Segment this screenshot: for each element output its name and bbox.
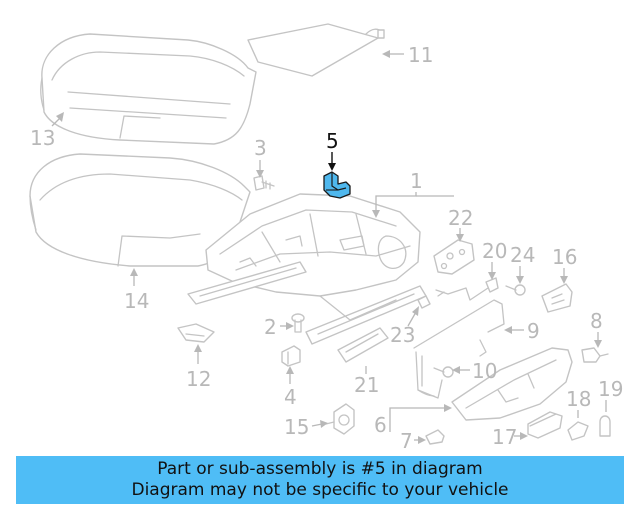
part-7-switch[interactable] (425, 429, 445, 445)
callout-18: 18 (566, 387, 591, 411)
callout-3: 3 (254, 136, 267, 160)
banner-line-1: Part or sub-assembly is #5 in diagram (157, 459, 483, 479)
callout-10: 10 (472, 359, 497, 383)
part-2-bolt[interactable] (291, 313, 305, 333)
part-10-screw[interactable] (433, 366, 454, 378)
part-8-clip[interactable] (581, 347, 609, 363)
callout-17: 17 (492, 425, 517, 449)
callout-7: 7 (400, 429, 413, 453)
part-9-wire-frame[interactable] (413, 299, 505, 399)
callout-16: 16 (552, 245, 577, 269)
callout-6: 6 (374, 413, 387, 437)
callout-20: 20 (482, 239, 507, 263)
callout-1: 1 (410, 169, 423, 193)
part-19-plug[interactable] (599, 415, 611, 437)
callout-23: 23 (390, 323, 415, 347)
part-17-knob[interactable] (527, 411, 563, 439)
callout-15: 15 (284, 415, 309, 439)
callout-11: 11 (408, 43, 433, 67)
part-16-bracket[interactable] (541, 283, 573, 313)
callout-8: 8 (590, 309, 603, 333)
part-1-seat-frame[interactable] (187, 193, 427, 345)
part-24-bolt[interactable] (505, 284, 526, 296)
part-21-trim-panel[interactable] (337, 327, 389, 363)
callout-19: 19 (598, 377, 623, 401)
part-20-link-rod[interactable] (435, 277, 499, 301)
callout-24: 24 (510, 243, 535, 267)
callout-12: 12 (186, 367, 211, 391)
callout-22: 22 (448, 206, 473, 230)
part-4-clip[interactable] (281, 345, 301, 367)
part-23-clip[interactable] (417, 295, 431, 309)
callout-13: 13 (30, 126, 55, 150)
part-13-cushion-cover[interactable] (40, 33, 257, 145)
callout-2: 2 (264, 315, 277, 339)
part-15-motor[interactable] (325, 403, 355, 435)
callout-4: 4 (284, 385, 297, 409)
part-5-highlighted-clip[interactable] (323, 171, 351, 199)
part-3-bolt[interactable] (253, 175, 275, 191)
callout-14: 14 (124, 289, 149, 313)
info-banner: Part or sub-assembly is #5 in diagram Di… (16, 456, 624, 504)
part-18-cap[interactable] (567, 421, 589, 441)
part-11-heater-mat[interactable] (247, 23, 385, 77)
part-22-recliner[interactable] (433, 239, 475, 275)
callout-21: 21 (354, 373, 379, 397)
callout-labels: 11 13 3 5 1 22 14 20 24 16 2 23 9 8 12 1… (30, 43, 623, 453)
part-12-cover[interactable] (177, 323, 215, 343)
banner-line-2: Diagram may not be specific to your vehi… (131, 480, 509, 500)
callout-9: 9 (527, 319, 540, 343)
callout-5: 5 (326, 129, 339, 153)
part-6-side-shield[interactable] (451, 347, 573, 421)
leader-lines (51, 50, 607, 444)
